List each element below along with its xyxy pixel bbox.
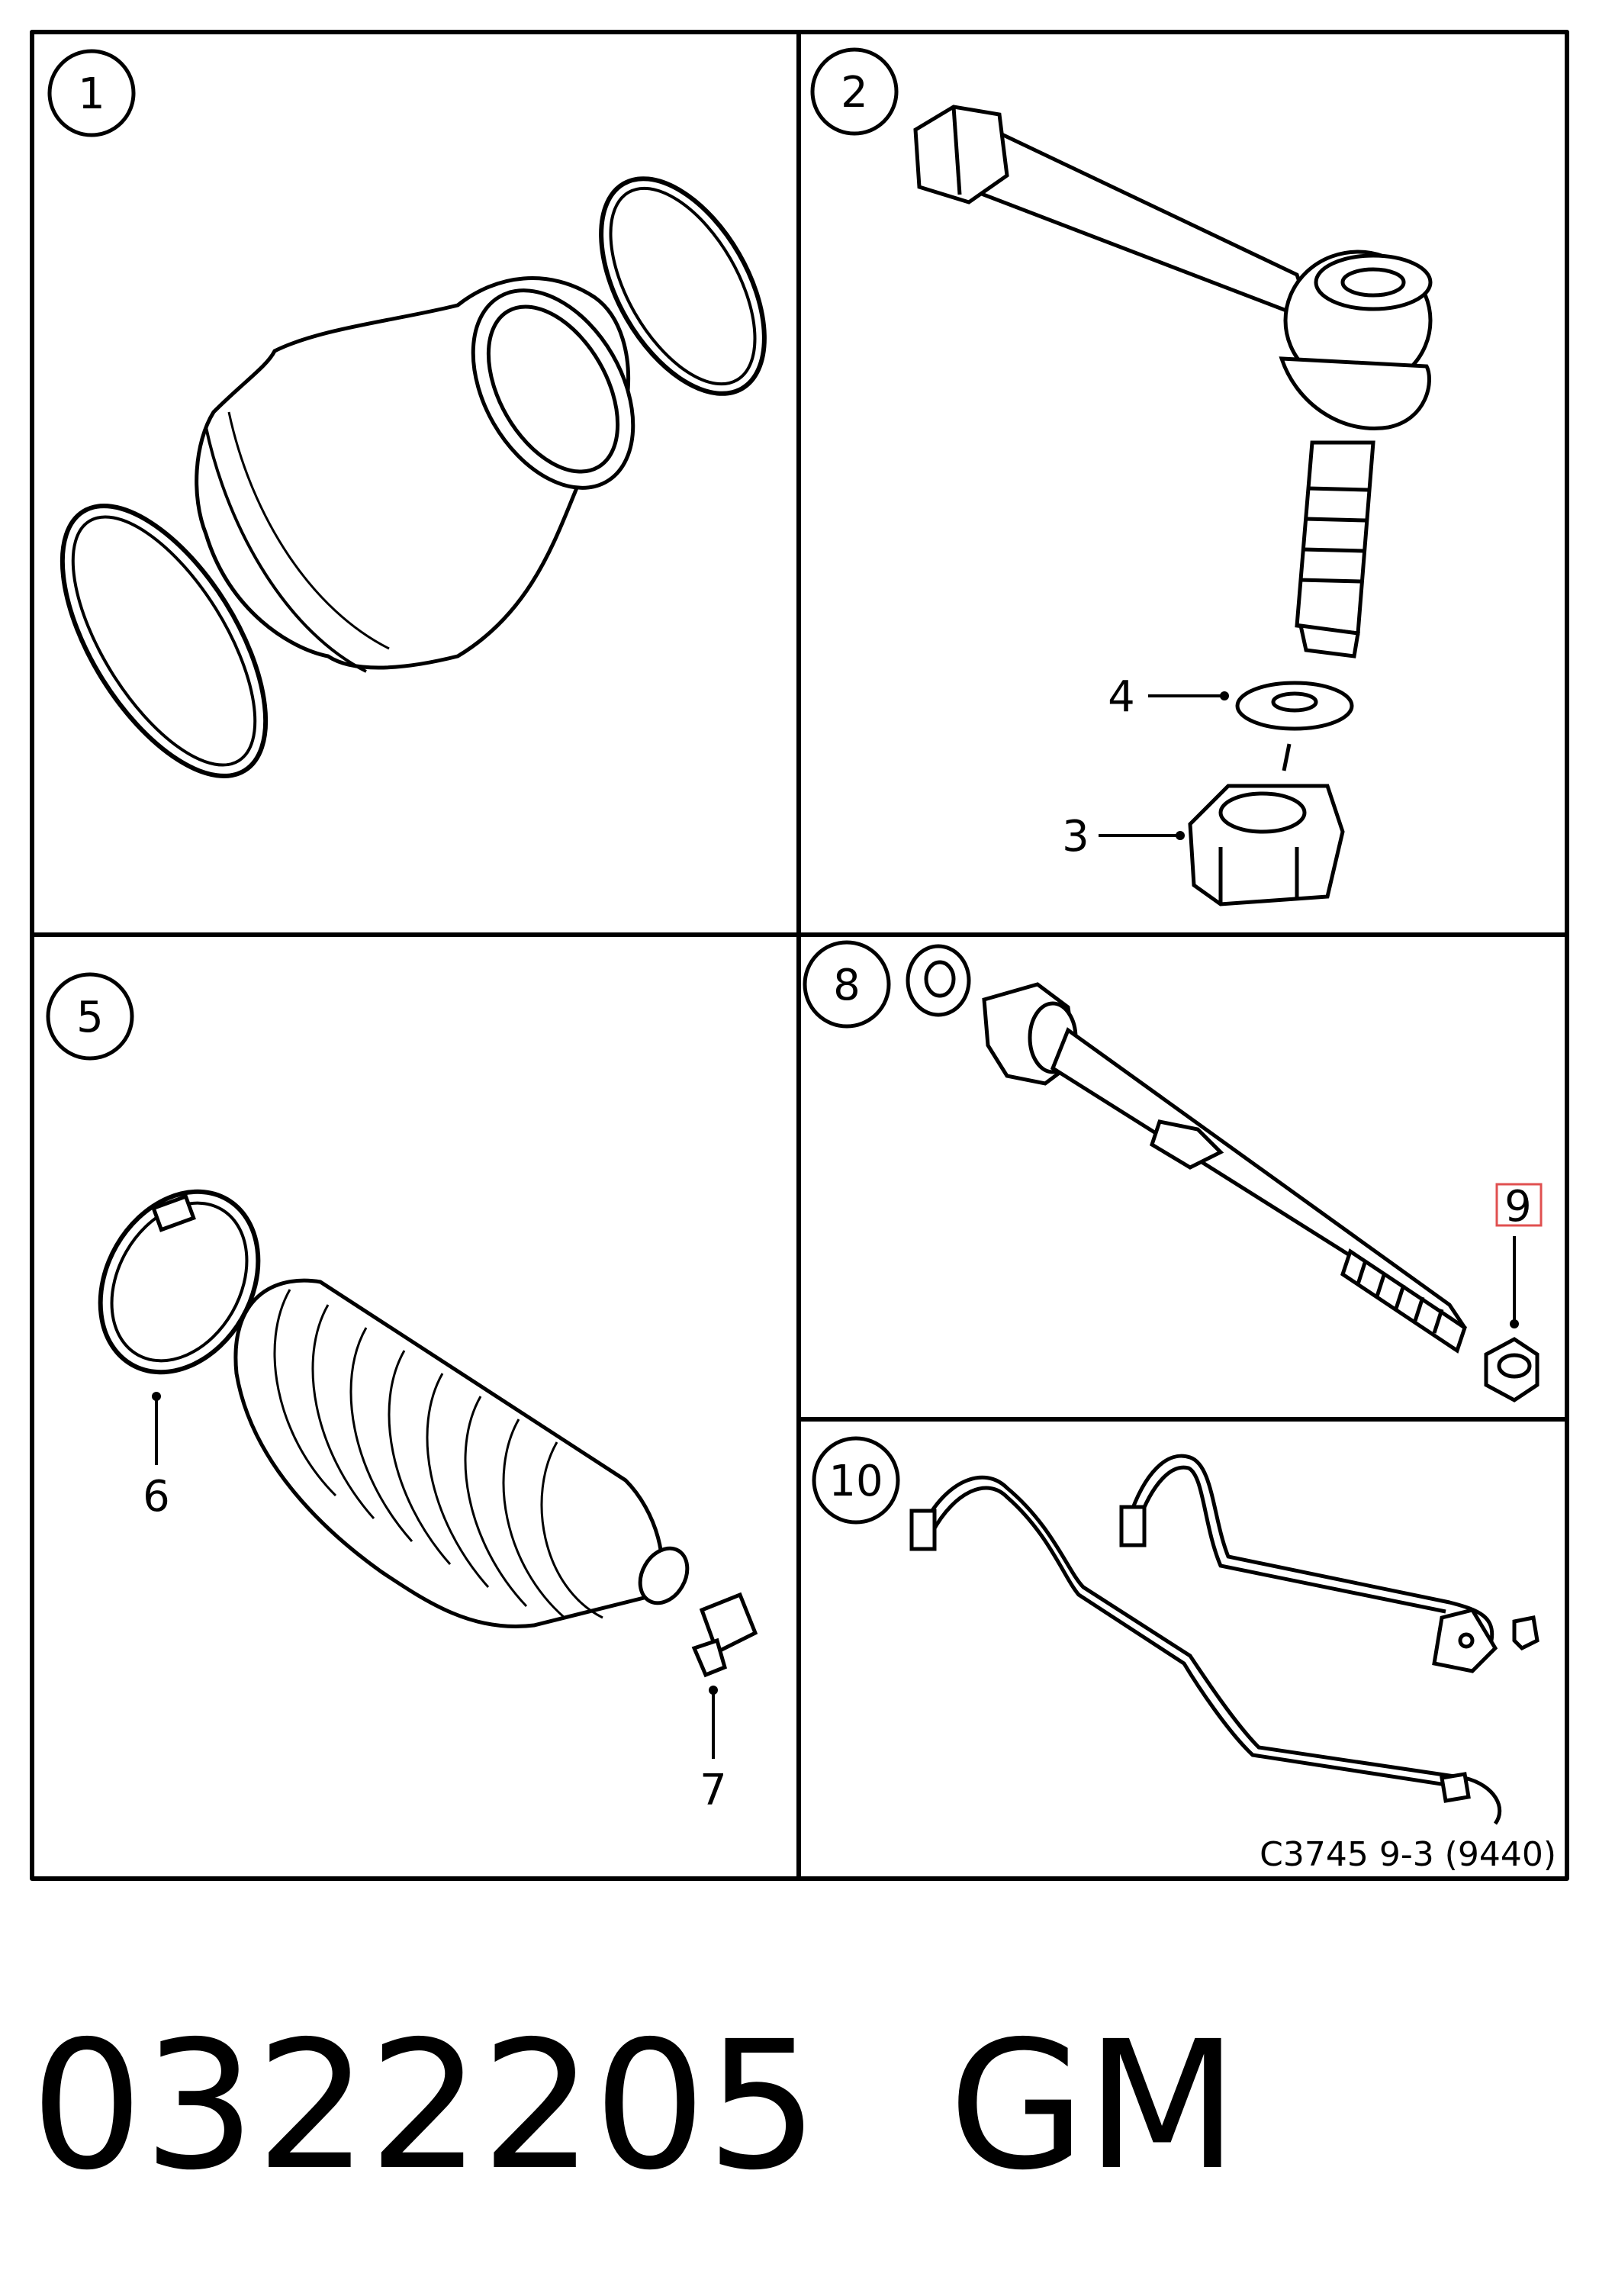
callout-highlight-box (1495, 1183, 1543, 1227)
callout-7: 7 (700, 1686, 727, 1815)
panel-number: 5 (76, 993, 104, 1042)
tie-rod-end-illustration (913, 105, 1433, 906)
callout-label: 6 (143, 1472, 170, 1522)
panel-number-circle: 8 (803, 940, 891, 1029)
panel-1: 1 (47, 49, 767, 778)
panel-number: 2 (841, 68, 868, 118)
brake-lines-illustration (909, 1454, 1539, 1825)
panel-10: 10 C3745 9-3 (9440) (812, 1436, 1556, 1874)
panel-number-circle: 1 (47, 49, 136, 137)
inner-tie-rod-illustration (906, 944, 1539, 1402)
panel-number-circle: 5 (46, 972, 134, 1061)
callout-6: 6 (143, 1392, 170, 1522)
callout-label: 4 (1108, 672, 1135, 722)
brand-name: GM (948, 2003, 1239, 2209)
panel-number: 8 (833, 961, 861, 1010)
boot-illustration (60, 176, 767, 778)
bellows-illustration (98, 1189, 758, 1678)
panel-8: 8 9 (803, 940, 1543, 1402)
panel-number-circle: 2 (810, 47, 899, 136)
panel-number: 1 (78, 69, 105, 119)
panel-5: 5 6 (46, 972, 758, 1815)
callout-label: 3 (1062, 812, 1089, 861)
callout-4: 4 (1108, 672, 1229, 722)
panel-number: 10 (828, 1457, 883, 1506)
callout-3: 3 (1062, 812, 1185, 861)
panel-number-circle: 10 (812, 1436, 900, 1525)
callout-9: 9 (1495, 1182, 1543, 1328)
panel-2: 2 (810, 47, 1433, 906)
callout-label: 7 (700, 1766, 727, 1815)
footer-caption: 0322205 GM (31, 1999, 1556, 2213)
parts-diagram: 1 2 (30, 30, 1569, 1881)
reference-code: C3745 9-3 (9440) (1260, 1835, 1556, 1874)
part-number: 0322205 (31, 2003, 819, 2209)
callout-label: 9 (1504, 1182, 1532, 1232)
